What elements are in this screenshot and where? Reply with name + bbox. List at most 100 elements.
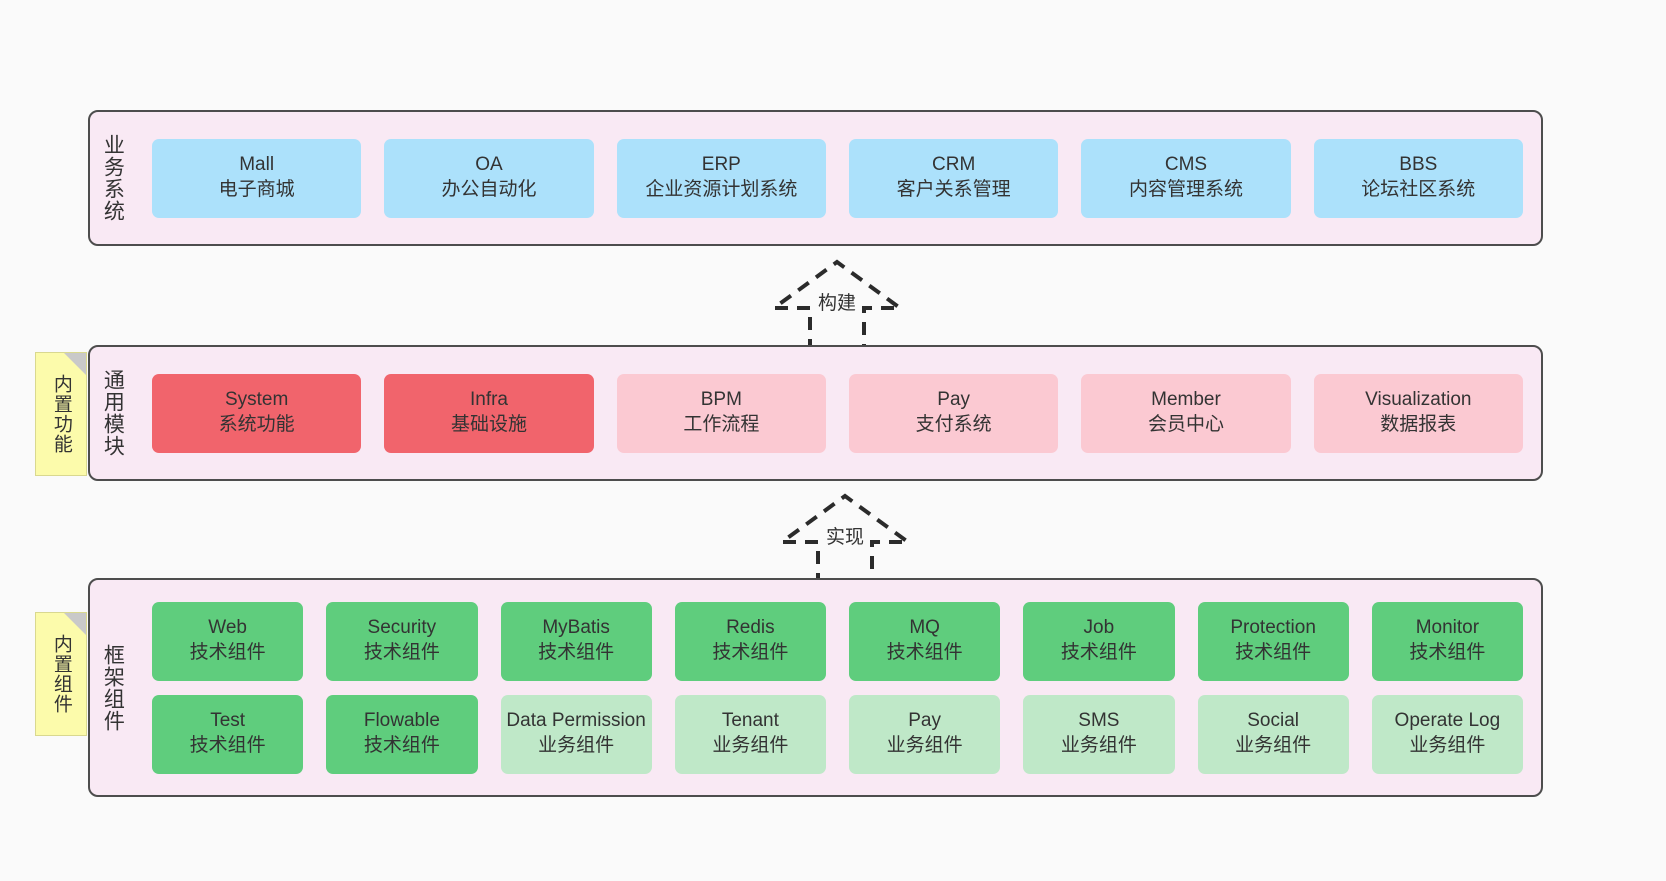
module-card-visualization[interactable]: Visualization 数据报表 xyxy=(1313,373,1523,453)
module-name-cn: 论坛社区系统 xyxy=(1361,179,1476,200)
module-card-mall[interactable]: Mall 电子商城 xyxy=(152,138,362,218)
module-card-security[interactable]: Security 技术组件 xyxy=(326,601,478,681)
module-name-en: Flowable xyxy=(363,710,440,732)
module-card-member[interactable]: Member 会员中心 xyxy=(1081,373,1291,453)
module-name-cn: 技术组件 xyxy=(1235,642,1312,663)
module-name-en: Data Permission xyxy=(506,710,646,732)
module-name-en: OA xyxy=(475,154,503,176)
module-name-cn: 企业资源计划系统 xyxy=(645,179,798,200)
module-name-en: ERP xyxy=(701,154,741,176)
module-name-en: Pay xyxy=(937,389,971,411)
module-card-mq[interactable]: MQ 技术组件 xyxy=(849,601,1001,681)
module-name-cn: 技术组件 xyxy=(1060,642,1137,663)
module-card-test[interactable]: Test 技术组件 xyxy=(152,694,304,774)
module-name-en: Pay xyxy=(908,710,941,732)
module-name-cn: 基础设施 xyxy=(450,414,527,435)
module-card-infra[interactable]: Infra 基础设施 xyxy=(384,373,594,453)
module-name-en: Operate Log xyxy=(1394,710,1501,732)
module-name-en: System xyxy=(224,389,289,411)
module-card-oa[interactable]: OA 办公自动化 xyxy=(384,138,594,218)
module-name-cn: 技术组件 xyxy=(189,735,266,756)
dashed-up-arrow-icon xyxy=(775,493,915,586)
sticky-note-builtin-function: 内置功能 xyxy=(35,352,87,476)
module-name-cn: 业务组件 xyxy=(712,735,789,756)
module-name-cn: 办公自动化 xyxy=(441,179,537,200)
module-name-cn: 电子商城 xyxy=(218,179,295,200)
module-card-erp[interactable]: ERP 企业资源计划系统 xyxy=(616,138,826,218)
layer-title-framework-component: 框架组件 xyxy=(101,643,125,732)
module-name-cn: 技术组件 xyxy=(1409,642,1486,663)
module-card-job[interactable]: Job 技术组件 xyxy=(1023,601,1175,681)
module-card-mybatis[interactable]: MyBatis 技术组件 xyxy=(500,601,652,681)
layer-body-common-module: System 系统功能 Infra 基础设施 BPM 工作流程 Pay 支付系统… xyxy=(134,347,1541,479)
module-card-bbs[interactable]: BBS 论坛社区系统 xyxy=(1313,138,1523,218)
layer-title-common-module: 通用模块 xyxy=(101,369,125,457)
module-name-en: Protection xyxy=(1230,617,1316,639)
module-card-social[interactable]: Social 业务组件 xyxy=(1197,694,1349,774)
connector-realize: 实现 xyxy=(770,490,920,586)
module-card-flowable[interactable]: Flowable 技术组件 xyxy=(326,694,478,774)
module-name-cn: 业务组件 xyxy=(1235,735,1312,756)
connector-build: 构建 xyxy=(762,256,912,352)
module-name-en: MQ xyxy=(909,617,940,639)
module-card-monitor[interactable]: Monitor 技术组件 xyxy=(1371,601,1523,681)
module-name-cn: 数据报表 xyxy=(1380,414,1457,435)
module-card-operate-log[interactable]: Operate Log 业务组件 xyxy=(1371,694,1523,774)
module-name-en: MyBatis xyxy=(542,617,610,639)
module-card-tenant[interactable]: Tenant 业务组件 xyxy=(674,694,826,774)
module-name-en: SMS xyxy=(1078,710,1120,732)
layer-body-business-system: Mall 电子商城 OA 办公自动化 ERP 企业资源计划系统 CRM 客户关系… xyxy=(134,112,1541,244)
module-name-en: BBS xyxy=(1399,154,1438,176)
module-name-en: Member xyxy=(1151,389,1221,411)
module-name-cn: 技术组件 xyxy=(538,642,615,663)
card-row: System 系统功能 Infra 基础设施 BPM 工作流程 Pay 支付系统… xyxy=(152,373,1523,453)
module-name-en: Security xyxy=(367,617,437,639)
module-name-cn: 技术组件 xyxy=(886,642,963,663)
module-name-cn: 技术组件 xyxy=(363,642,440,663)
module-name-cn: 技术组件 xyxy=(363,735,440,756)
module-name-en: Tenant xyxy=(721,710,779,732)
module-card-sms[interactable]: SMS 业务组件 xyxy=(1023,694,1175,774)
module-name-cn: 业务组件 xyxy=(1409,735,1486,756)
card-row: Web 技术组件 Security 技术组件 MyBatis 技术组件 Redi… xyxy=(152,601,1523,681)
module-card-cms[interactable]: CMS 内容管理系统 xyxy=(1081,138,1291,218)
layer-business-system: 业务系统 Mall 电子商城 OA 办公自动化 ERP 企业资源计划系统 CRM… xyxy=(88,110,1543,246)
module-name-cn: 系统功能 xyxy=(218,414,295,435)
module-name-en: Test xyxy=(210,710,246,732)
module-card-system[interactable]: System 系统功能 xyxy=(152,373,362,453)
layer-common-module: 通用模块 System 系统功能 Infra 基础设施 BPM 工作流程 Pay… xyxy=(88,345,1543,481)
module-name-cn: 业务组件 xyxy=(886,735,963,756)
module-name-en: Infra xyxy=(469,389,508,411)
module-card-redis[interactable]: Redis 技术组件 xyxy=(674,601,826,681)
module-name-en: Redis xyxy=(726,617,775,639)
module-name-en: BPM xyxy=(700,389,742,411)
module-card-web[interactable]: Web 技术组件 xyxy=(152,601,304,681)
module-name-cn: 业务组件 xyxy=(1060,735,1137,756)
module-card-crm[interactable]: CRM 客户关系管理 xyxy=(848,138,1059,218)
module-name-cn: 工作流程 xyxy=(683,414,760,435)
module-name-en: CMS xyxy=(1164,154,1208,176)
module-card-pay-business[interactable]: Pay 业务组件 xyxy=(849,694,1001,774)
layer-body-framework-component: Web 技术组件 Security 技术组件 MyBatis 技术组件 Redi… xyxy=(134,580,1541,795)
module-name-cn: 技术组件 xyxy=(189,642,266,663)
layer-title-business-system: 业务系统 xyxy=(101,134,125,222)
module-card-pay[interactable]: Pay 支付系统 xyxy=(848,373,1059,453)
module-name-en: Visualization xyxy=(1365,389,1472,411)
module-name-cn: 内容管理系统 xyxy=(1128,179,1243,200)
module-name-en: Monitor xyxy=(1415,617,1480,639)
layer-framework-component: 框架组件 Web 技术组件 Security 技术组件 MyBatis 技术组件… xyxy=(88,578,1543,797)
module-card-protection[interactable]: Protection 技术组件 xyxy=(1197,601,1349,681)
module-name-en: Job xyxy=(1083,617,1115,639)
module-name-cn: 会员中心 xyxy=(1147,414,1224,435)
sticky-note-builtin-component: 内置组件 xyxy=(35,612,87,736)
module-card-bpm[interactable]: BPM 工作流程 xyxy=(616,373,826,453)
module-name-en: Mall xyxy=(239,154,275,176)
card-row: Test 技术组件 Flowable 技术组件 Data Permission … xyxy=(152,694,1523,774)
module-name-cn: 技术组件 xyxy=(712,642,789,663)
module-card-data-permission[interactable]: Data Permission 业务组件 xyxy=(500,694,652,774)
module-name-cn: 支付系统 xyxy=(915,414,992,435)
module-name-cn: 业务组件 xyxy=(538,735,615,756)
module-name-en: Web xyxy=(208,617,247,639)
module-name-cn: 客户关系管理 xyxy=(896,179,1011,200)
